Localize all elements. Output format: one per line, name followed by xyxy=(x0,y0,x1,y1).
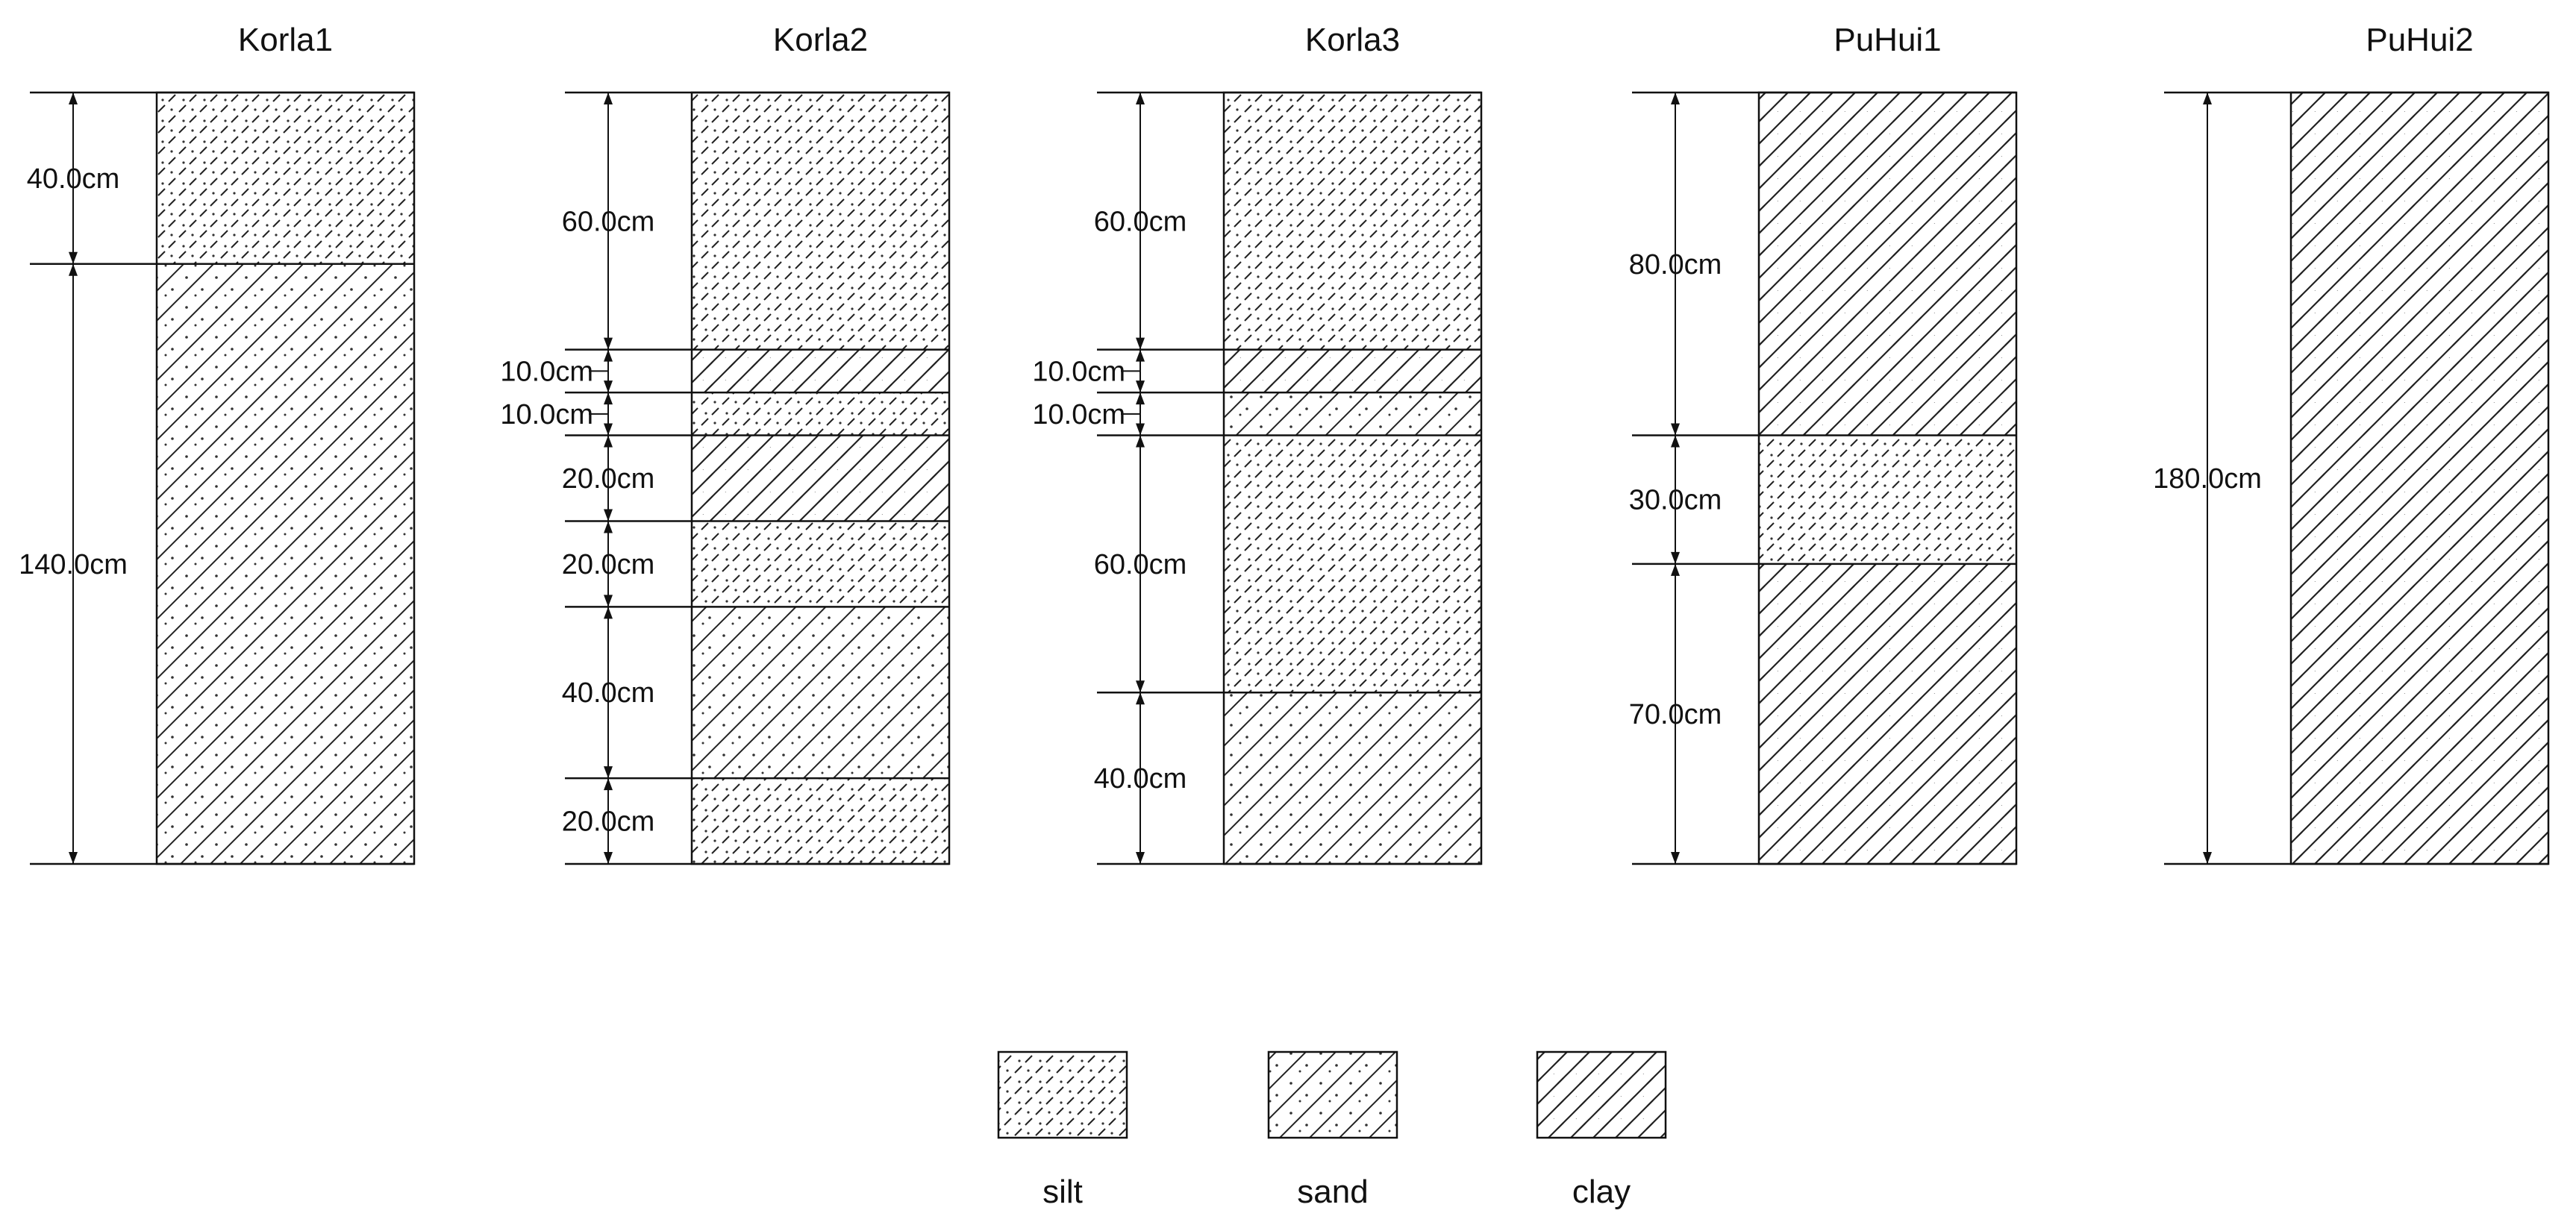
arrowhead xyxy=(69,263,78,276)
arrowhead xyxy=(604,595,613,607)
layer-silt xyxy=(692,93,949,350)
column-title: Korla1 xyxy=(238,22,333,58)
arrowhead xyxy=(2203,93,2212,104)
layer-silt xyxy=(692,521,949,607)
arrowhead xyxy=(604,435,613,448)
arrowhead xyxy=(604,423,613,436)
arrowhead xyxy=(1136,337,1145,350)
legend-swatch xyxy=(1536,1050,1667,1139)
arrowhead xyxy=(604,349,613,362)
column-title: Korla2 xyxy=(773,22,868,58)
column-title: PuHui2 xyxy=(2366,22,2473,58)
legend-label: clay xyxy=(1572,1174,1631,1210)
arrowhead xyxy=(604,766,613,779)
legend-item-silt: silt xyxy=(997,1050,1128,1210)
column-outline xyxy=(1222,91,1483,865)
legend-label: sand xyxy=(1297,1174,1368,1210)
legend-item-clay: clay xyxy=(1536,1050,1667,1210)
profile-column: Korla260.0cm10.0cm10.0cm20.0cm20.0cm40.0… xyxy=(500,22,951,865)
layer-clay xyxy=(1224,349,1481,393)
layer-silt xyxy=(1224,93,1481,350)
legend-swatch xyxy=(1267,1050,1398,1139)
layer-clay xyxy=(1759,93,2016,436)
arrowhead xyxy=(604,521,613,533)
arrowhead xyxy=(1136,423,1145,436)
layer-thickness-label: 10.0cm xyxy=(1032,399,1125,430)
layer-thickness-label: 10.0cm xyxy=(500,356,593,387)
arrowhead xyxy=(604,778,613,791)
column-outline xyxy=(2289,91,2550,865)
arrowhead xyxy=(1671,551,1680,564)
column-outline xyxy=(690,91,951,865)
arrowhead xyxy=(2203,852,2212,864)
arrowhead xyxy=(604,509,613,521)
arrowhead xyxy=(604,337,613,350)
legend-item-sand: sand xyxy=(1267,1050,1398,1210)
layer-clay xyxy=(1759,563,2016,864)
legend: silt sand clay xyxy=(997,1050,1667,1210)
arrowhead xyxy=(1671,93,1680,104)
layer-clay xyxy=(2291,93,2548,864)
layer-sand xyxy=(1224,392,1481,436)
legend-label: silt xyxy=(1042,1174,1083,1210)
arrowhead xyxy=(1671,852,1680,864)
arrowhead xyxy=(604,392,613,405)
arrowhead xyxy=(1671,423,1680,436)
arrowhead xyxy=(1136,692,1145,705)
arrowhead xyxy=(69,852,78,864)
layer-silt xyxy=(692,392,949,436)
arrowhead xyxy=(1136,349,1145,362)
column-outline xyxy=(1757,91,2018,865)
arrowhead xyxy=(1671,435,1680,448)
legend-swatch xyxy=(997,1050,1128,1139)
arrowhead xyxy=(69,251,78,264)
arrowhead xyxy=(1136,380,1145,393)
layer-sand xyxy=(692,607,949,779)
column-title: Korla3 xyxy=(1305,22,1400,58)
arrowhead xyxy=(604,93,613,104)
arrowhead xyxy=(604,380,613,393)
layer-silt xyxy=(157,93,414,264)
arrowhead xyxy=(69,93,78,104)
arrowhead xyxy=(1136,852,1145,864)
layer-sand xyxy=(157,263,414,864)
arrowhead xyxy=(1136,392,1145,405)
arrowhead xyxy=(604,852,613,864)
layer-thickness-label: 10.0cm xyxy=(500,399,593,430)
arrowhead xyxy=(1671,563,1680,576)
soil-columns: Korla140.0cm140.0cmKorla260.0cm10.0cm10.… xyxy=(19,22,2550,865)
layer-thickness-label: 10.0cm xyxy=(1032,356,1125,387)
column-outline xyxy=(155,91,416,865)
arrowhead xyxy=(1136,680,1145,693)
layer-silt xyxy=(1224,435,1481,693)
layer-sand xyxy=(1224,692,1481,864)
arrowhead xyxy=(604,607,613,619)
column-title: PuHui1 xyxy=(1833,22,1941,58)
layer-silt xyxy=(1759,435,2016,564)
layer-clay xyxy=(692,435,949,521)
layer-clay xyxy=(692,349,949,393)
layer-silt xyxy=(692,778,949,864)
arrowhead xyxy=(1136,93,1145,104)
arrowhead xyxy=(1136,435,1145,448)
